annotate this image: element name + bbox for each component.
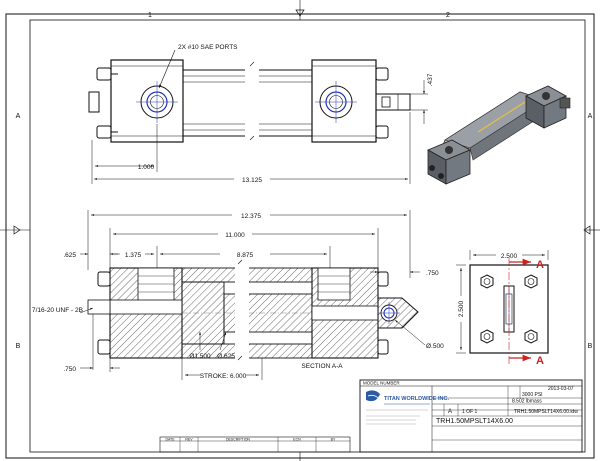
dim-bore-length: 8.875	[237, 252, 254, 259]
rev-header-description: DESCRIPTION	[226, 438, 250, 442]
port-note-label: 2X #10 SAE PORTS	[178, 44, 238, 51]
zone-row-a-left: A	[16, 113, 21, 120]
pressure-rating: 3000 PSI	[522, 392, 543, 398]
dim-total-length: 12.375	[241, 213, 261, 220]
bore-diameter: Ø1.500	[189, 353, 211, 360]
revision-table	[159, 436, 351, 453]
rev-header-by: BY	[331, 438, 336, 442]
end-view-width: 2.500	[501, 253, 518, 260]
rev-header-date: DATE	[165, 438, 175, 442]
end-view	[456, 250, 549, 364]
mass-value: 8.502 lbmass	[512, 399, 542, 405]
stroke-label: STROKE: 6.000	[200, 373, 247, 380]
section-mark-top: A	[536, 259, 544, 271]
dim-lower-offset: .750	[63, 366, 76, 373]
pin-diameter: Ø.500	[426, 343, 444, 350]
end-view-height: 2.500	[458, 300, 465, 317]
zone-col-2-top: 2	[446, 12, 450, 19]
section-label: SECTION A-A	[301, 363, 343, 370]
drawing-date: 2013-03-07	[548, 386, 574, 392]
section-view	[79, 210, 426, 380]
dim-body-length: 11.000	[225, 232, 245, 239]
dim-port-offset: 1.000	[138, 164, 155, 171]
rev-header-ecn: ECN	[293, 438, 301, 442]
zone-row-b-left: B	[16, 343, 21, 350]
thread-note: 7/16-20 UNF - 2B	[32, 307, 83, 314]
dim-right-offset: .750	[426, 270, 439, 277]
section-mark-bottom: A	[536, 355, 544, 367]
zone-row-b-right: B	[588, 343, 593, 350]
zone-col-1-top: 1	[148, 12, 152, 19]
file-name: TRH1.50MPSLT14X6.00.idw	[514, 409, 578, 415]
zone-row-a-right: A	[588, 113, 593, 120]
title-block	[359, 379, 583, 453]
isometric-view	[427, 85, 571, 185]
rev-header-rev: REV	[185, 438, 193, 442]
rod-diameter: Ø.625	[217, 353, 235, 360]
model-number-header: MODEL NUMBER	[363, 381, 400, 386]
sheet-size: A	[448, 409, 452, 415]
dim-port-position: 1.375	[125, 252, 142, 259]
model-number: TRH1.50MPSLT14X6.00	[436, 418, 513, 425]
dim-left-offset: .625	[63, 252, 76, 259]
dim-overall-length: 13.125	[242, 177, 262, 184]
sheet-number: 1 OF 1	[462, 409, 478, 415]
dim-rod-offset: .437	[427, 73, 434, 86]
company-name: TITAN WORLDWIDE INC.	[384, 396, 449, 402]
top-view	[88, 49, 428, 184]
